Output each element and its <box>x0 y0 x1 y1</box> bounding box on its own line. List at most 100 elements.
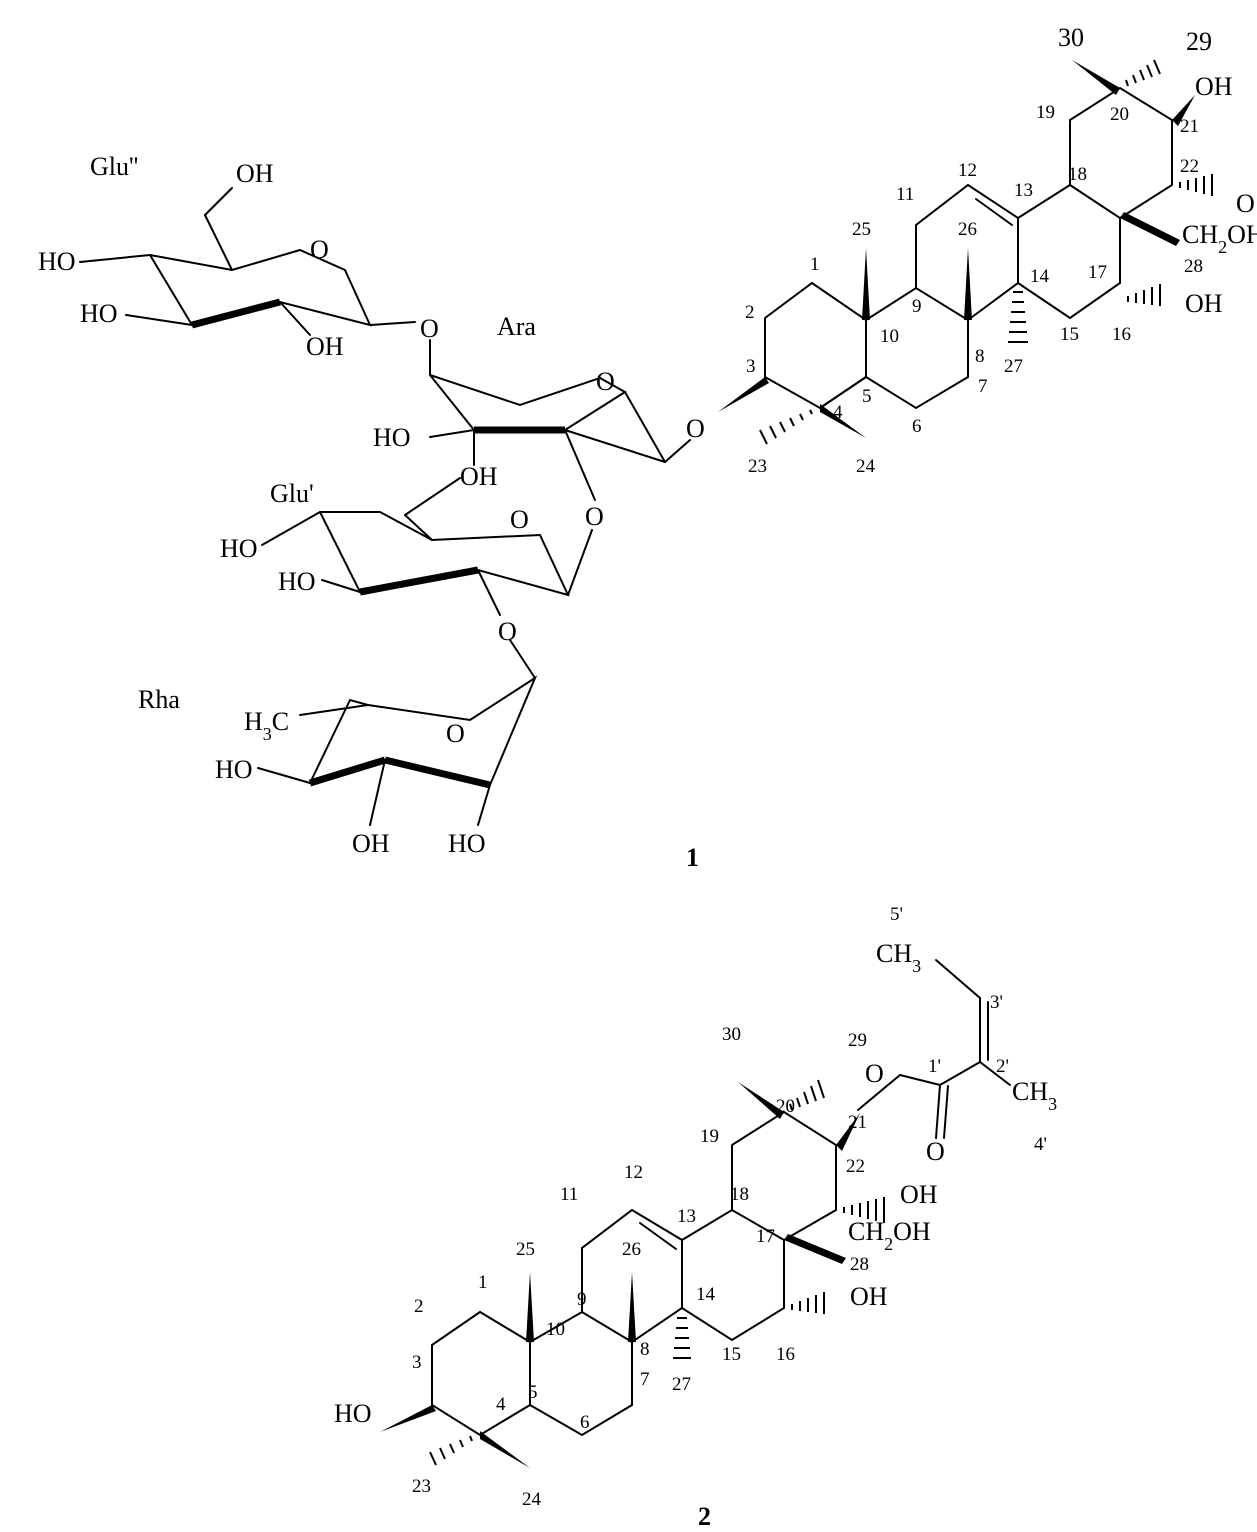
atom-number: 18 <box>1068 164 1087 185</box>
atom-number: 12 <box>958 160 977 181</box>
atom-number: 11 <box>560 1184 578 1205</box>
atom-number: 20 <box>776 1096 795 1117</box>
group-label-ch2oh: CH2OH <box>848 1217 931 1254</box>
atom-number: 9 <box>577 1289 587 1310</box>
group-label: HO <box>80 299 118 328</box>
atom-number: 3 <box>746 356 756 377</box>
atom-number: 13 <box>1014 180 1033 201</box>
atom-number: 18 <box>730 1184 749 1205</box>
atom-number: 20 <box>1110 104 1129 125</box>
atom-number: 26 <box>622 1239 641 1260</box>
glycosidic-oxygen: O <box>585 502 604 531</box>
group-label: OH <box>850 1282 888 1311</box>
atom-number: 1 <box>478 1272 488 1293</box>
group-label: OH <box>1195 72 1233 101</box>
atom-number: 15 <box>1060 324 1079 345</box>
group-label: O <box>1236 189 1255 218</box>
atom-number: 8 <box>975 346 985 367</box>
group-label: HO <box>220 534 258 563</box>
atom-number: 3' <box>990 992 1003 1013</box>
atom-number: 13 <box>677 1206 696 1227</box>
ring-oxygen: O <box>596 367 615 396</box>
atom-number: 16 <box>776 1344 795 1365</box>
atom-number: 5' <box>890 904 903 925</box>
sugar-label-ara: Ara <box>497 312 536 341</box>
atom-number: 21 <box>848 1112 867 1133</box>
group-label: HO <box>373 423 411 452</box>
atom-number: 22 <box>846 1156 865 1177</box>
atom-number: 17 <box>1088 262 1107 283</box>
ester-oxygen: O <box>865 1059 884 1088</box>
atom-number: 19 <box>700 1126 719 1147</box>
atom-number: 19 <box>1036 102 1055 123</box>
atom-number: 1 <box>810 254 820 275</box>
group-label-ch3: CH3 <box>876 939 921 976</box>
atom-number: 27 <box>1004 356 1023 377</box>
atom-number: 16 <box>1112 324 1131 345</box>
atom-number: 2' <box>996 1056 1009 1077</box>
atom-number: 22 <box>1180 156 1199 177</box>
atom-number: 28 <box>850 1254 869 1275</box>
compound-2-labels: HO OH CH2OH OH O O CH3 CH3 2 5' 3' 1' 2'… <box>334 904 1057 1531</box>
ring-oxygen: O <box>510 505 529 534</box>
atom-number: 5 <box>528 1382 538 1403</box>
atom-number: 29 <box>1186 27 1212 56</box>
group-label: OH <box>306 332 344 361</box>
atom-number: 2 <box>745 302 755 323</box>
sugar-label-rha: Rha <box>138 685 180 714</box>
group-label-ch2oh: CH2OH <box>1182 220 1257 257</box>
compound-1: Glu'' Ara Glu' Rha OH HO O HO OH O O O H… <box>38 23 1257 872</box>
atom-number: 4' <box>1034 1134 1047 1155</box>
ring-oxygen: O <box>446 719 465 748</box>
atom-number: 8 <box>640 1339 650 1360</box>
group-label-ch3: CH3 <box>1012 1077 1057 1114</box>
atom-number: 30 <box>1058 23 1084 52</box>
compound-1-aglycone-bonds <box>764 86 1173 410</box>
compound-1-stereo-bonds <box>718 59 1213 445</box>
atom-number: 30 <box>722 1024 741 1045</box>
group-label: HO <box>448 829 486 858</box>
atom-number: 23 <box>748 456 767 477</box>
group-label: HO <box>215 755 253 784</box>
atom-number: 24 <box>856 456 876 477</box>
carbonyl-oxygen: O <box>926 1137 945 1166</box>
group-label: OH <box>352 829 390 858</box>
compound-2-bonds <box>431 959 1011 1437</box>
atom-number: 10 <box>880 326 899 347</box>
compound-2: HO OH CH2OH OH O O CH3 CH3 2 5' 3' 1' 2'… <box>334 904 1057 1531</box>
atom-number: 21 <box>1180 116 1199 137</box>
glycosidic-oxygen: O <box>498 617 517 646</box>
atom-number: 26 <box>958 219 977 240</box>
atom-number: 28 <box>1184 256 1203 277</box>
atom-number: 5 <box>862 386 872 407</box>
atom-number: 23 <box>412 1476 431 1497</box>
atom-number: 9 <box>912 296 922 317</box>
ring-oxygen: O <box>310 235 329 264</box>
atom-number: 4 <box>496 1394 506 1415</box>
sugar-label-glu2: Glu'' <box>90 152 138 181</box>
glycosidic-oxygen: O <box>686 414 705 443</box>
atom-number: 6 <box>580 1412 590 1433</box>
atom-number: 14 <box>1030 266 1050 287</box>
atom-number: 25 <box>516 1239 535 1260</box>
atom-number: 17 <box>756 1226 775 1247</box>
atom-number: 2 <box>414 1296 424 1317</box>
group-label-h3c: H3C <box>244 707 289 744</box>
group-label: OH <box>236 159 274 188</box>
group-label: HO <box>278 567 316 596</box>
atom-number: 3 <box>412 1352 422 1373</box>
atom-number: 27 <box>672 1374 691 1395</box>
atom-number: 6 <box>912 416 922 437</box>
sugar-label-glu1: Glu' <box>270 479 314 508</box>
group-label: OH <box>900 1180 938 1209</box>
atom-number: 14 <box>696 1284 716 1305</box>
atom-number: 24 <box>522 1489 542 1510</box>
compound-1-labels: Glu'' Ara Glu' Rha OH HO O HO OH O O O H… <box>38 23 1257 872</box>
compound-number-1: 1 <box>686 843 699 872</box>
group-label: HO <box>38 247 76 276</box>
group-label: HO <box>334 1399 372 1428</box>
atom-number: 7 <box>640 1369 650 1390</box>
compound-2-stereo-bonds <box>380 1079 885 1468</box>
